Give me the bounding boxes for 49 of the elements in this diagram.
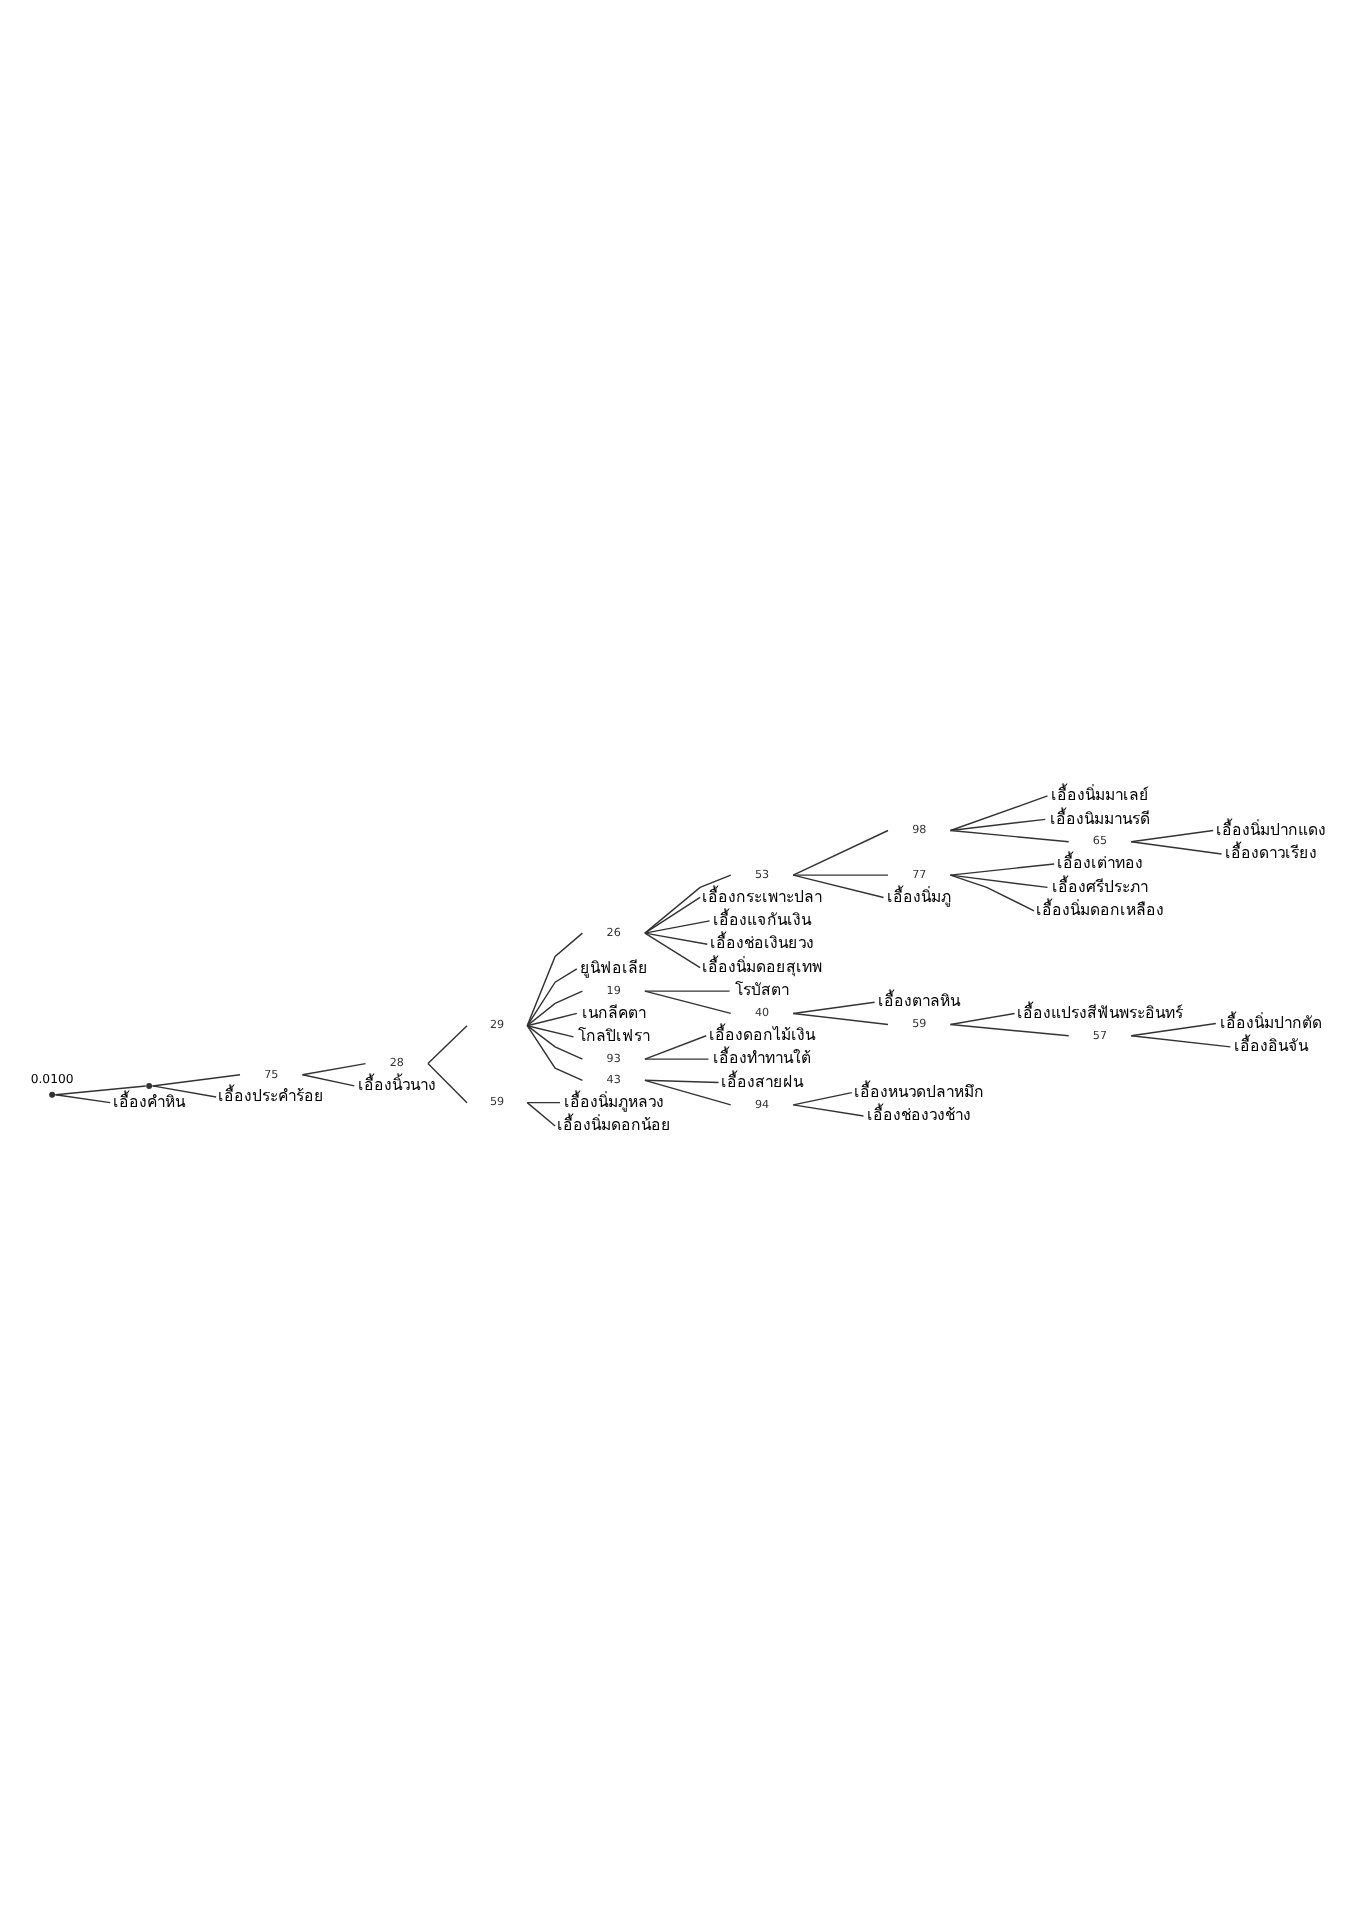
connector <box>949 873 1049 888</box>
connector <box>949 873 1035 911</box>
connector <box>644 919 711 933</box>
connector <box>792 828 889 875</box>
connector <box>644 1034 707 1059</box>
connector <box>526 1023 575 1037</box>
connector <box>792 1011 889 1025</box>
connector <box>949 862 1055 875</box>
connector <box>792 873 885 898</box>
connector <box>526 1100 561 1103</box>
connector <box>151 1084 217 1097</box>
connector <box>792 1000 876 1014</box>
connector <box>949 794 1049 831</box>
connector <box>1130 839 1223 854</box>
connector <box>644 931 709 944</box>
connector <box>1130 1021 1217 1036</box>
connector <box>949 1022 1070 1036</box>
connector <box>427 1061 468 1103</box>
connector <box>949 1011 1016 1025</box>
connector <box>792 873 889 875</box>
connector <box>644 989 732 1014</box>
connector <box>644 989 731 991</box>
connector <box>526 967 578 1026</box>
connector <box>526 1023 584 1059</box>
connector <box>301 1061 367 1075</box>
connector <box>54 1093 111 1103</box>
connector <box>526 1023 584 1081</box>
connector <box>644 1078 720 1083</box>
connector <box>526 1100 556 1126</box>
connector <box>644 1078 732 1105</box>
connector <box>526 1011 578 1026</box>
connector <box>427 1023 468 1064</box>
connector <box>644 1057 710 1059</box>
connector <box>1130 828 1214 842</box>
node-point <box>49 1090 56 1097</box>
connector <box>792 1103 865 1116</box>
connector <box>526 931 584 1026</box>
connector <box>792 1090 853 1105</box>
connector <box>949 817 1046 831</box>
connector <box>1130 1034 1232 1047</box>
connector <box>644 931 701 968</box>
connector <box>644 873 732 933</box>
connector <box>301 1073 356 1086</box>
connector <box>644 895 701 933</box>
connector <box>54 1084 147 1095</box>
connector <box>949 828 1070 842</box>
connector <box>151 1073 241 1086</box>
connector <box>526 989 584 1026</box>
node-point <box>146 1081 153 1088</box>
